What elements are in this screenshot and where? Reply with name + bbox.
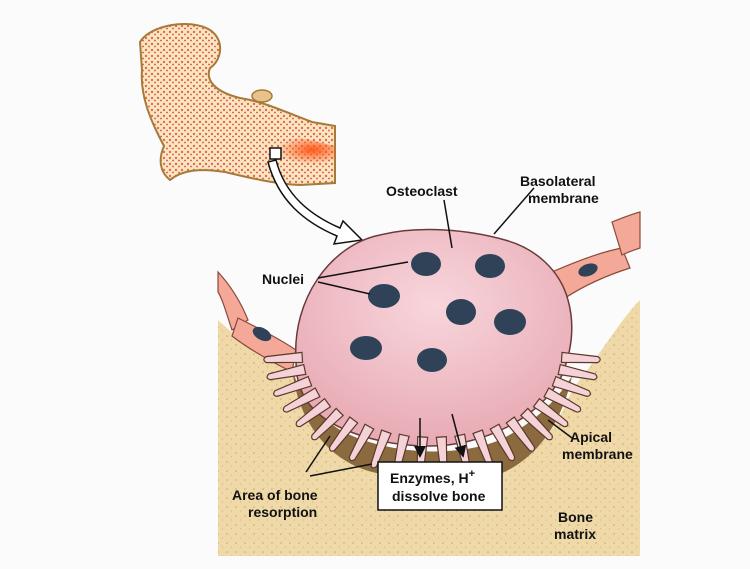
lining-cell	[612, 212, 640, 255]
nucleus	[475, 254, 505, 278]
callout-line2: dissolve bone	[392, 488, 486, 504]
trochanter	[252, 90, 272, 102]
bone-label-line2: matrix	[554, 526, 596, 542]
callout-line1: Enzymes, H+	[390, 468, 475, 486]
nucleus	[368, 284, 400, 308]
femur-illustration	[140, 24, 362, 244]
basolateral-label-line2: membrane	[528, 190, 599, 206]
nuclei-label: Nuclei	[262, 271, 304, 287]
zoom-region-marker	[270, 148, 281, 159]
nucleus	[350, 336, 382, 360]
nucleus	[417, 348, 447, 372]
bone-label-line1: Bone	[558, 509, 593, 525]
basolateral-label-line1: Basolateral	[520, 173, 595, 189]
nucleus	[446, 299, 476, 325]
apical-label-line1: Apical	[570, 429, 612, 445]
enzymes-callout: Enzymes, H+ dissolve bone	[378, 462, 502, 510]
nucleus	[411, 252, 441, 276]
area-label-line2: resorption	[248, 504, 317, 520]
osteoclast-label: Osteoclast	[386, 183, 458, 199]
lining-cells-right	[552, 212, 640, 298]
area-label-line1: Area of bone	[232, 487, 318, 503]
nucleus	[494, 309, 526, 335]
apical-label-line2: membrane	[562, 446, 633, 462]
villus	[561, 352, 600, 362]
